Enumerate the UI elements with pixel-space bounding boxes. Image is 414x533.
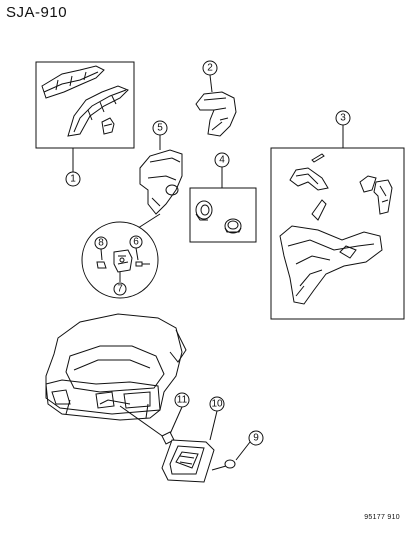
callout-7-label: 7: [117, 284, 123, 295]
rear-body-assembly: [45, 313, 187, 441]
part-9: 9: [211, 430, 264, 471]
callout-10-label: 10: [211, 399, 223, 410]
part-10: 10: [161, 396, 225, 483]
callout-6-label: 6: [133, 237, 139, 248]
callout-8-label: 8: [98, 238, 104, 249]
part-group-4: 4: [189, 152, 257, 243]
group-box-3: [270, 147, 405, 320]
callout-9-label: 9: [253, 433, 259, 444]
diagram-code: SJA-910: [6, 4, 68, 21]
part-group-1: 1: [35, 61, 135, 187]
part-group-3: 3: [270, 110, 405, 320]
figure-number: 95177 910: [364, 514, 400, 521]
detail-circle: 8 6 7: [81, 213, 161, 299]
group-box-1: [35, 61, 135, 149]
callout-11-label: 11: [177, 395, 188, 406]
callout-7: [113, 282, 127, 296]
callout-1-label: 1: [70, 174, 76, 185]
callout-9: [248, 430, 264, 446]
callout-1: [65, 171, 81, 187]
callout-3-label: 3: [340, 113, 346, 124]
part-5: 5: [139, 120, 183, 215]
part-2: 2: [195, 60, 237, 137]
group-box-4: [189, 187, 257, 243]
callout-2-label: 2: [207, 63, 213, 74]
callout-5-label: 5: [157, 123, 163, 134]
callout-4-label: 4: [219, 155, 225, 166]
part-11: 11: [161, 392, 190, 445]
